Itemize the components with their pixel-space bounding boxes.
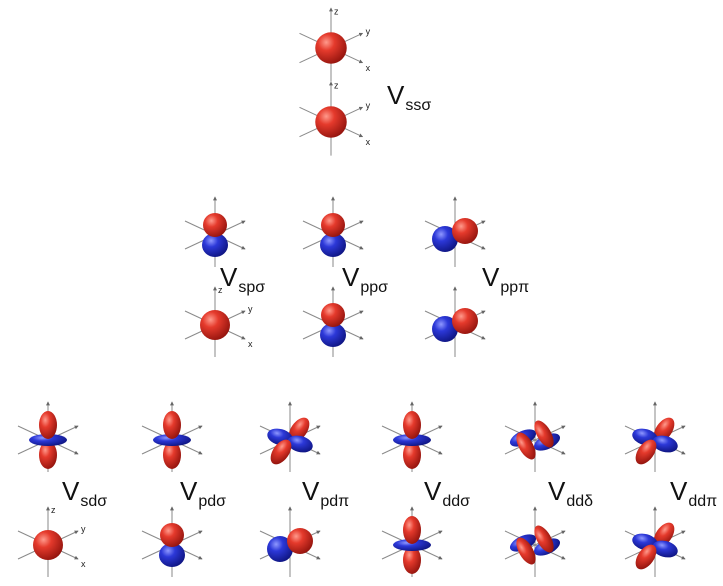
label-pp-sigma: Vppσ xyxy=(342,264,388,296)
label-sp-sigma: Vspσ xyxy=(220,264,265,296)
label-pd-sigma-sub: pdσ xyxy=(198,493,227,510)
orbital-dd-sigma-bottom xyxy=(381,506,443,577)
orbital-dd-pi-top xyxy=(624,401,686,472)
orbital-sp-sigma-bottom: z y x xyxy=(184,285,253,357)
orbital-sp-sigma-top xyxy=(184,196,246,267)
label-pd-pi-sub: pdπ xyxy=(320,493,350,510)
axis-letter-x: x xyxy=(366,137,371,147)
label-sp-sigma-sub: spσ xyxy=(238,279,266,296)
orbital-ss-sigma-top: z y x xyxy=(299,6,371,82)
label-dd-delta-letter: V xyxy=(548,476,566,506)
orbital-ss-sigma-bottom: z y x xyxy=(299,80,371,156)
label-sd-sigma-sub: sdσ xyxy=(80,493,108,510)
label-pp-sigma-letter: V xyxy=(342,262,360,292)
label-dd-pi: Vddπ xyxy=(670,478,717,510)
orbital-pp-sigma-bottom xyxy=(302,286,364,357)
label-sp-sigma-letter: V xyxy=(220,262,238,292)
label-dd-pi-letter: V xyxy=(670,476,688,506)
axis-letter-x: x xyxy=(81,559,86,569)
label-pd-pi-letter: V xyxy=(302,476,320,506)
axis-letter-y: y xyxy=(81,524,86,534)
label-pp-sigma-sub: ppσ xyxy=(360,279,389,296)
label-dd-sigma-letter: V xyxy=(424,476,442,506)
axis-letter-x: x xyxy=(248,339,253,349)
orbital-pd-sigma-bottom xyxy=(141,506,203,577)
label-dd-sigma-sub: ddσ xyxy=(442,493,471,510)
orbital-pp-sigma-top xyxy=(302,196,364,267)
label-pd-pi: Vpdπ xyxy=(302,478,349,510)
orbital-dd-delta-bottom xyxy=(504,506,566,577)
orbital-pp-pi-top xyxy=(424,196,486,267)
axis-letter-y: y xyxy=(366,100,371,110)
orbital-pd-pi-top xyxy=(259,401,321,472)
orbital-dd-delta-top xyxy=(504,401,566,472)
label-dd-delta: Vddδ xyxy=(548,478,593,510)
label-sd-sigma: Vsdσ xyxy=(62,478,107,510)
label-dd-pi-sub: ddπ xyxy=(688,493,718,510)
orbital-dd-sigma-top xyxy=(381,401,443,472)
label-ss-sigma-letter: V xyxy=(387,80,405,110)
orbital-sd-sigma-top xyxy=(17,401,79,472)
axis-letter-y: y xyxy=(248,304,253,314)
label-dd-sigma: Vddσ xyxy=(424,478,470,510)
label-dd-delta-sub: ddδ xyxy=(566,493,594,510)
label-pp-pi-sub: ppπ xyxy=(500,279,530,296)
label-ss-sigma-sub: ssσ xyxy=(405,97,432,114)
axis-letter-z: z xyxy=(218,285,223,295)
axis-letter-z: z xyxy=(51,505,56,515)
label-sd-sigma-letter: V xyxy=(62,476,80,506)
label-pd-sigma-letter: V xyxy=(180,476,198,506)
orbital-sd-sigma-bottom: z y x xyxy=(17,505,86,577)
orbital-pd-pi-bottom xyxy=(259,506,321,577)
orbital-pp-pi-bottom xyxy=(424,286,486,357)
label-pp-pi: Vppπ xyxy=(482,264,529,296)
label-ss-sigma: Vssσ xyxy=(387,82,431,114)
label-pp-pi-letter: V xyxy=(482,262,500,292)
orbital-pd-sigma-top xyxy=(141,401,203,472)
orbital-dd-pi-bottom xyxy=(624,506,686,577)
axis-letter-z: z xyxy=(334,80,339,90)
axis-letter-x: x xyxy=(366,63,371,73)
label-pd-sigma: Vpdσ xyxy=(180,478,226,510)
axis-letter-z: z xyxy=(334,6,339,16)
axis-letter-y: y xyxy=(366,26,371,36)
